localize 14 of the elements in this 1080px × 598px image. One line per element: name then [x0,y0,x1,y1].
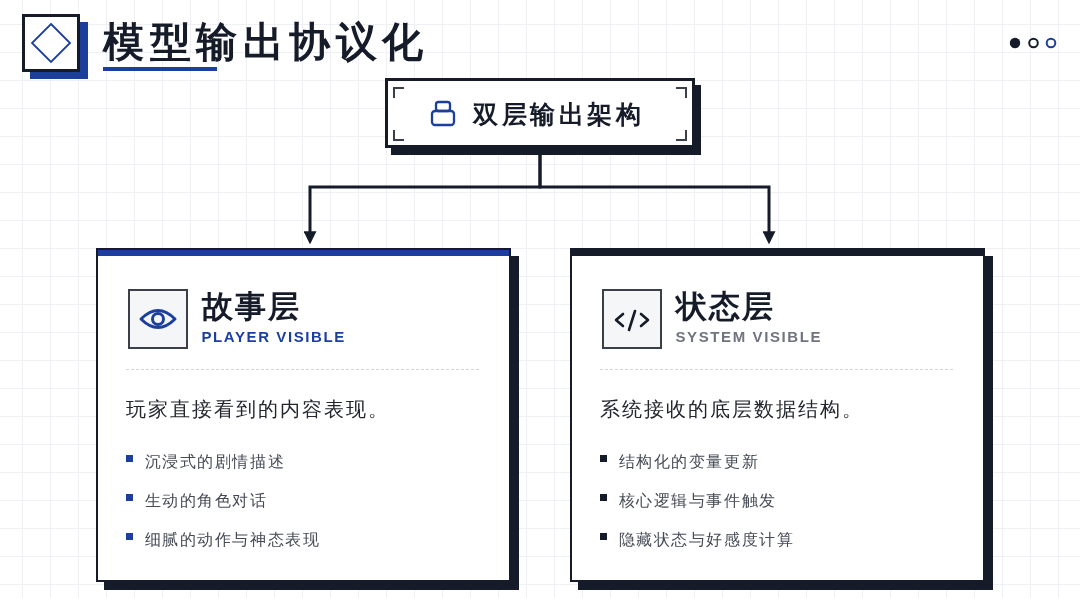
description-text: 系统接收的底层数据结构。 [599,396,864,423]
bullet-text: 核心逻辑与事件触发 [618,489,777,512]
bullet-text: 沉浸式的剧情描述 [144,450,286,473]
layer-title: 故事层 [201,287,301,324]
bullet-text: 结构化的变量更新 [618,450,760,473]
layer-title: 状态层 [675,287,775,324]
bullet-text: 生动的角色对话 [144,489,268,512]
bullet-text: 隐藏状态与好感度计算 [618,528,795,551]
layer-subtitle: PLAYER VISIBLE [201,327,346,346]
layer-subtitle: SYSTEM VISIBLE [675,327,823,346]
bullet-text: 细腻的动作与神态表现 [144,528,321,551]
description-text: 玩家直接看到的内容表现。 [125,396,390,423]
page-title: 模型输出协议化 [103,19,429,65]
heading-text: 双层输出架构 [473,100,644,130]
